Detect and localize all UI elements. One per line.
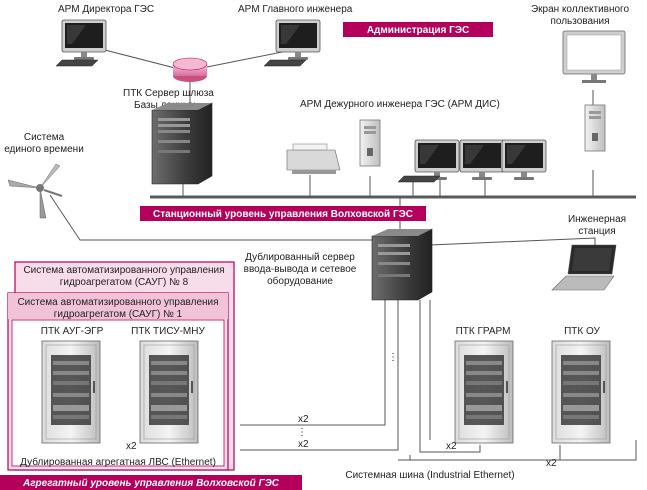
station-level-label-bg bbox=[140, 206, 426, 221]
server-gateway-label: ПТК Сервер шлюза bbox=[123, 88, 214, 99]
arm-director-label: АРМ Директора ГЭС bbox=[58, 4, 154, 15]
saug8-label-1: Система автоматизированного управления bbox=[23, 265, 224, 276]
station-level-label: Станционный уровень управления Волховско… bbox=[153, 209, 413, 220]
duty-monitor-1-icon bbox=[414, 139, 460, 181]
x2-bus: x2 bbox=[546, 458, 557, 469]
dup-server-label-3: оборудование bbox=[267, 275, 333, 287]
ptk-ou-label: ПТК ОУ bbox=[564, 326, 600, 337]
chief-monitor-icon bbox=[275, 19, 321, 61]
saug1-header bbox=[8, 293, 228, 319]
laptop-icon bbox=[551, 244, 617, 291]
dup-server-label-1: Дублированный сервер bbox=[245, 251, 355, 263]
duty-pc-icon bbox=[359, 119, 381, 167]
chief-keyboard-icon bbox=[263, 59, 307, 67]
ptk-aug-label: ПТК АУГ-ЭГР bbox=[41, 326, 104, 337]
ou-cabinet-icon bbox=[551, 340, 611, 444]
link-director-router bbox=[96, 47, 176, 69]
screen-label-2: пользования bbox=[550, 16, 609, 27]
screen-pc-icon bbox=[584, 104, 606, 152]
system-bus-label: Системная шина (Industrial Ethernet) bbox=[345, 470, 514, 481]
admin-label: Администрация ГЭС bbox=[367, 25, 469, 36]
eng-station-label-1: Инженерная bbox=[568, 214, 626, 225]
dots-vertical-2: ⋮ bbox=[388, 352, 398, 363]
duty-monitor-2-icon bbox=[459, 139, 505, 181]
saug1-label-1: Система автоматизированного управления bbox=[17, 297, 218, 308]
x2-lan: x2 bbox=[126, 441, 137, 452]
x2-grarm: x2 bbox=[446, 441, 457, 452]
link-chief-router bbox=[201, 49, 293, 69]
dup-server-label-2: ввода-вывода и сетевое bbox=[244, 264, 357, 275]
router-icon bbox=[172, 57, 208, 82]
connection-lines bbox=[49, 47, 637, 470]
grarm-cabinet-icon bbox=[454, 340, 514, 444]
aggregate-level-label-bg bbox=[0, 475, 302, 490]
tisu-cabinet-icon bbox=[139, 340, 199, 444]
wind-vane-icon bbox=[7, 163, 63, 219]
saug8-label-2: гидроагрегатом (САУГ) № 8 bbox=[60, 277, 189, 288]
arm-chief-label: АРМ Главного инженера bbox=[238, 4, 353, 15]
eng-station-label-2: станция bbox=[578, 226, 615, 237]
ptk-tisu-label: ПТК ТИСУ-МНУ bbox=[131, 326, 205, 337]
screen-label-1: Экран коллективного bbox=[531, 4, 630, 15]
admin-label-bg bbox=[343, 22, 493, 37]
director-keyboard-icon bbox=[55, 59, 99, 67]
saug1-label-2: гидроагрегатом (САУГ) № 1 bbox=[54, 309, 183, 320]
printer-icon bbox=[286, 143, 341, 174]
arm-duty-label: АРМ Дежурного инженера ГЭС (АРМ ДИС) bbox=[300, 99, 500, 110]
x2-saug1: x2 bbox=[298, 439, 309, 450]
aug-cabinet-icon bbox=[41, 340, 101, 444]
wall-screen-icon bbox=[562, 30, 626, 83]
time-system-label-1: Система bbox=[24, 132, 65, 143]
aggregate-lan-label: Дублированная агрегатная ЛВС (Ethernet) bbox=[20, 456, 216, 468]
dup-server-icon bbox=[371, 228, 433, 301]
director-monitor-icon bbox=[61, 19, 107, 61]
dots-vertical-1: ⋮ bbox=[297, 427, 307, 438]
duty-monitor-3-icon bbox=[501, 139, 547, 181]
gateway-server-icon bbox=[151, 102, 213, 185]
duty-keyboard-icon bbox=[397, 175, 441, 183]
aggregate-level-label: Агрегатный уровень управления Волховской… bbox=[22, 478, 280, 489]
x2-saug8: x2 bbox=[298, 414, 309, 425]
time-system-label-2: единого времени bbox=[4, 144, 84, 155]
ptk-grarm-label: ПТК ГРАРМ bbox=[456, 326, 511, 337]
